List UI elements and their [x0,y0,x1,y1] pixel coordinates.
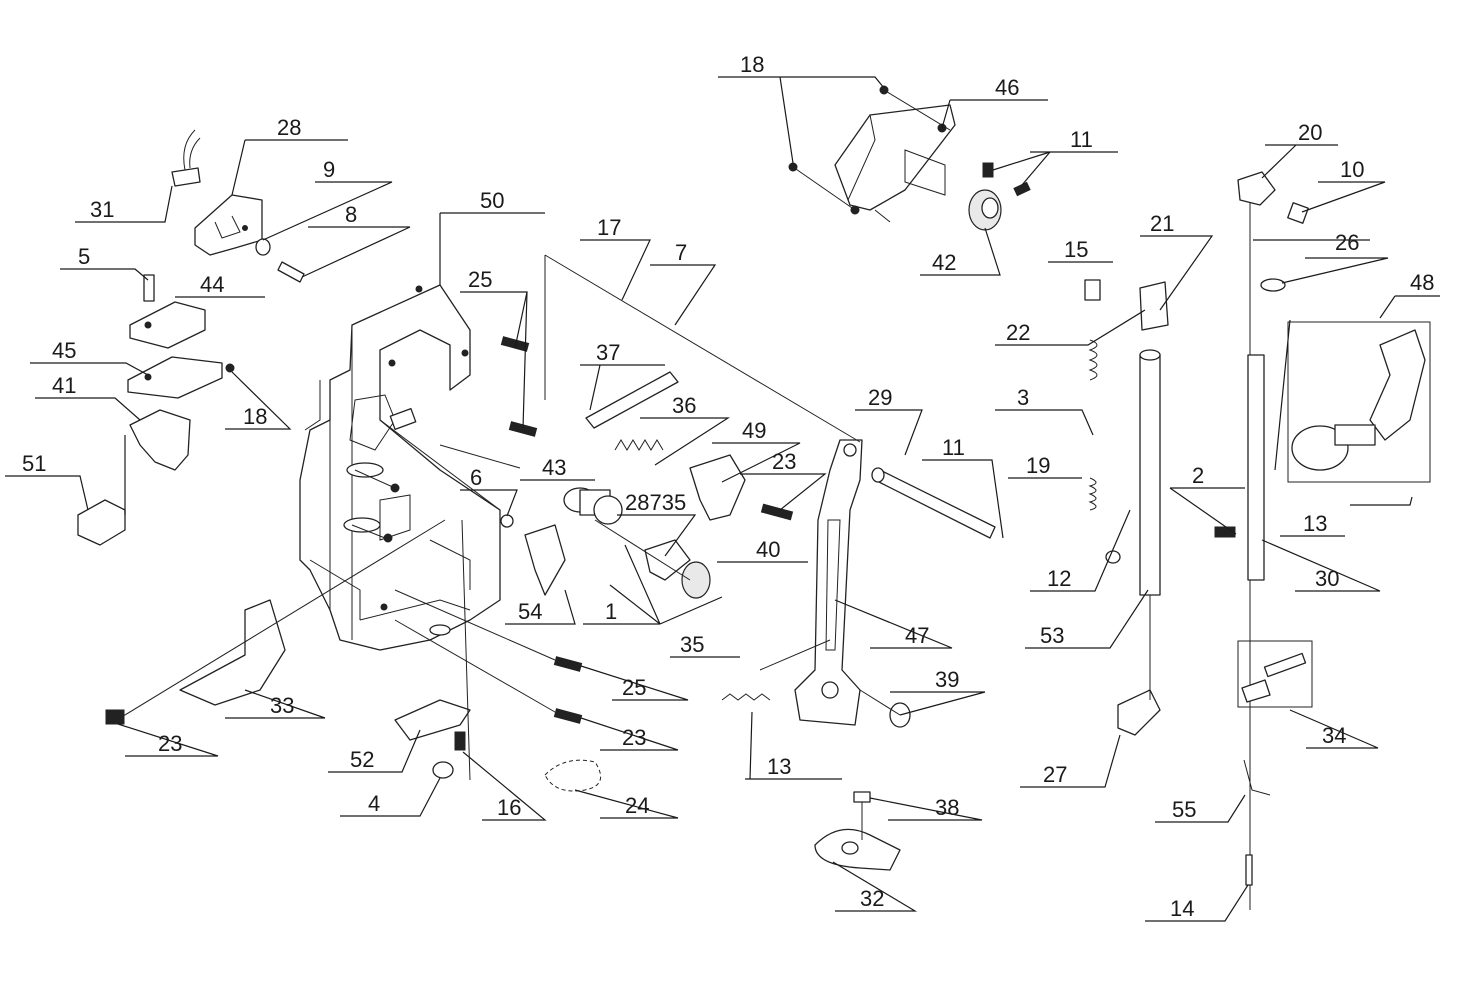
callout-41: 41 [52,373,76,398]
callout-25-bottom: 25 [622,675,646,700]
callout-37: 37 [596,340,620,365]
callout-14: 14 [1170,896,1194,921]
roller-part [563,454,794,599]
callout-13-right: 13 [1303,511,1327,536]
callout-42: 42 [932,250,956,275]
gear-part [968,162,1031,231]
lower-parts [105,336,901,871]
callout-47: 47 [905,623,929,648]
callout-24: 24 [625,793,649,818]
callout-11-mid: 11 [942,435,965,460]
right-shaft-part [1214,171,1431,910]
callout-54: 54 [518,599,542,624]
pin-part [585,371,996,539]
callout-21: 21 [1150,211,1174,236]
callout-51: 51 [22,451,46,476]
callout-4: 4 [368,791,380,816]
callout-18-top: 18 [740,52,764,77]
callout-11-top: 11 [1070,127,1093,152]
callout-8: 8 [345,202,357,227]
callout-27: 27 [1043,762,1067,787]
motor-part [788,85,956,223]
callout-2: 2 [1192,463,1204,488]
callout-labels: 18 46 11 42 20 10 26 48 28 9 31 8 50 17 … [22,52,1434,921]
callout-44: 44 [200,272,224,297]
shaft-part [1084,279,1169,736]
callout-48: 48 [1410,270,1434,295]
sensor-part [171,129,201,187]
callout-23-bottom: 23 [622,725,646,750]
callout-23-mid: 23 [772,449,796,474]
callout-15: 15 [1064,237,1088,262]
callout-53: 53 [1040,623,1064,648]
callout-3: 3 [1017,385,1029,410]
callout-23-left: 23 [158,731,182,756]
callout-9: 9 [323,157,335,182]
callout-12: 12 [1047,566,1071,591]
callout-13-bottom: 13 [767,754,791,779]
callout-50: 50 [480,188,504,213]
callout-55: 55 [1172,797,1196,822]
callout-10: 10 [1340,157,1364,182]
callout-28735: 28735 [625,490,686,515]
callout-39: 39 [935,667,959,692]
spring-part [614,339,1098,701]
plate-assembly-part [77,274,235,546]
bracket-part [194,194,305,283]
callout-38: 38 [935,795,959,820]
callout-35: 35 [680,632,704,657]
callout-1: 1 [605,599,617,624]
callout-28: 28 [277,115,301,140]
callout-33: 33 [270,693,294,718]
callout-7: 7 [675,240,687,265]
callout-19: 19 [1026,453,1050,478]
callout-43: 43 [542,455,566,480]
callout-20: 20 [1298,120,1322,145]
callout-46: 46 [995,75,1019,100]
callout-5: 5 [78,244,90,269]
callout-29: 29 [868,385,892,410]
callout-45: 45 [52,338,76,363]
callout-25-top: 25 [468,267,492,292]
callout-36: 36 [672,393,696,418]
callout-17: 17 [597,215,621,240]
callout-22: 22 [1006,320,1030,345]
callout-32: 32 [860,886,884,911]
lever-arm-part [794,439,911,728]
callout-52: 52 [350,747,374,772]
callout-31: 31 [90,197,114,222]
callout-18-left: 18 [243,404,267,429]
callout-6: 6 [470,465,482,490]
main-frame-part [299,284,501,651]
assembly-axes [394,254,901,781]
callout-49: 49 [742,418,766,443]
leader-lines [5,76,1440,922]
callout-26: 26 [1335,230,1359,255]
callout-30: 30 [1315,566,1339,591]
callout-40: 40 [756,537,780,562]
callout-34: 34 [1322,723,1346,748]
callout-16: 16 [497,795,521,820]
